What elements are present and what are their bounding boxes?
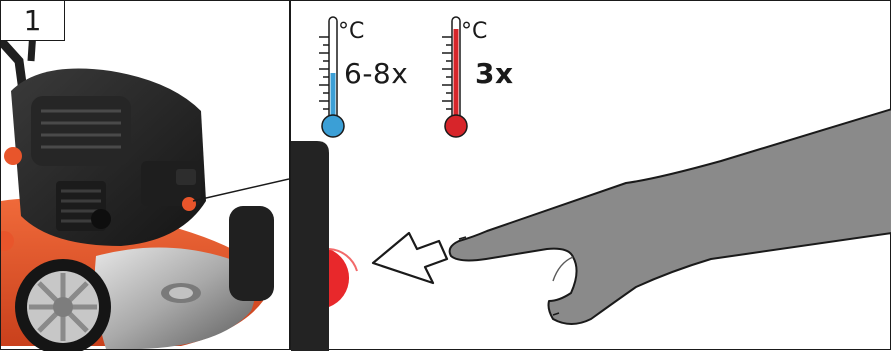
lawn-mower-illustration xyxy=(1,1,289,351)
warm-unit-label: °C xyxy=(461,19,487,44)
cold-unit-label: °C xyxy=(338,19,364,44)
cold-prime-count: 6-8x xyxy=(344,57,408,90)
push-arrow-icon xyxy=(373,233,447,283)
engine-housing xyxy=(291,141,329,351)
primer-detail-illustration xyxy=(291,1,891,351)
primer-bulb-icon xyxy=(329,249,349,307)
panel-number: 1 xyxy=(1,1,65,41)
warm-prime-count: 3x xyxy=(475,57,514,90)
hand-pressing-icon xyxy=(450,109,891,324)
